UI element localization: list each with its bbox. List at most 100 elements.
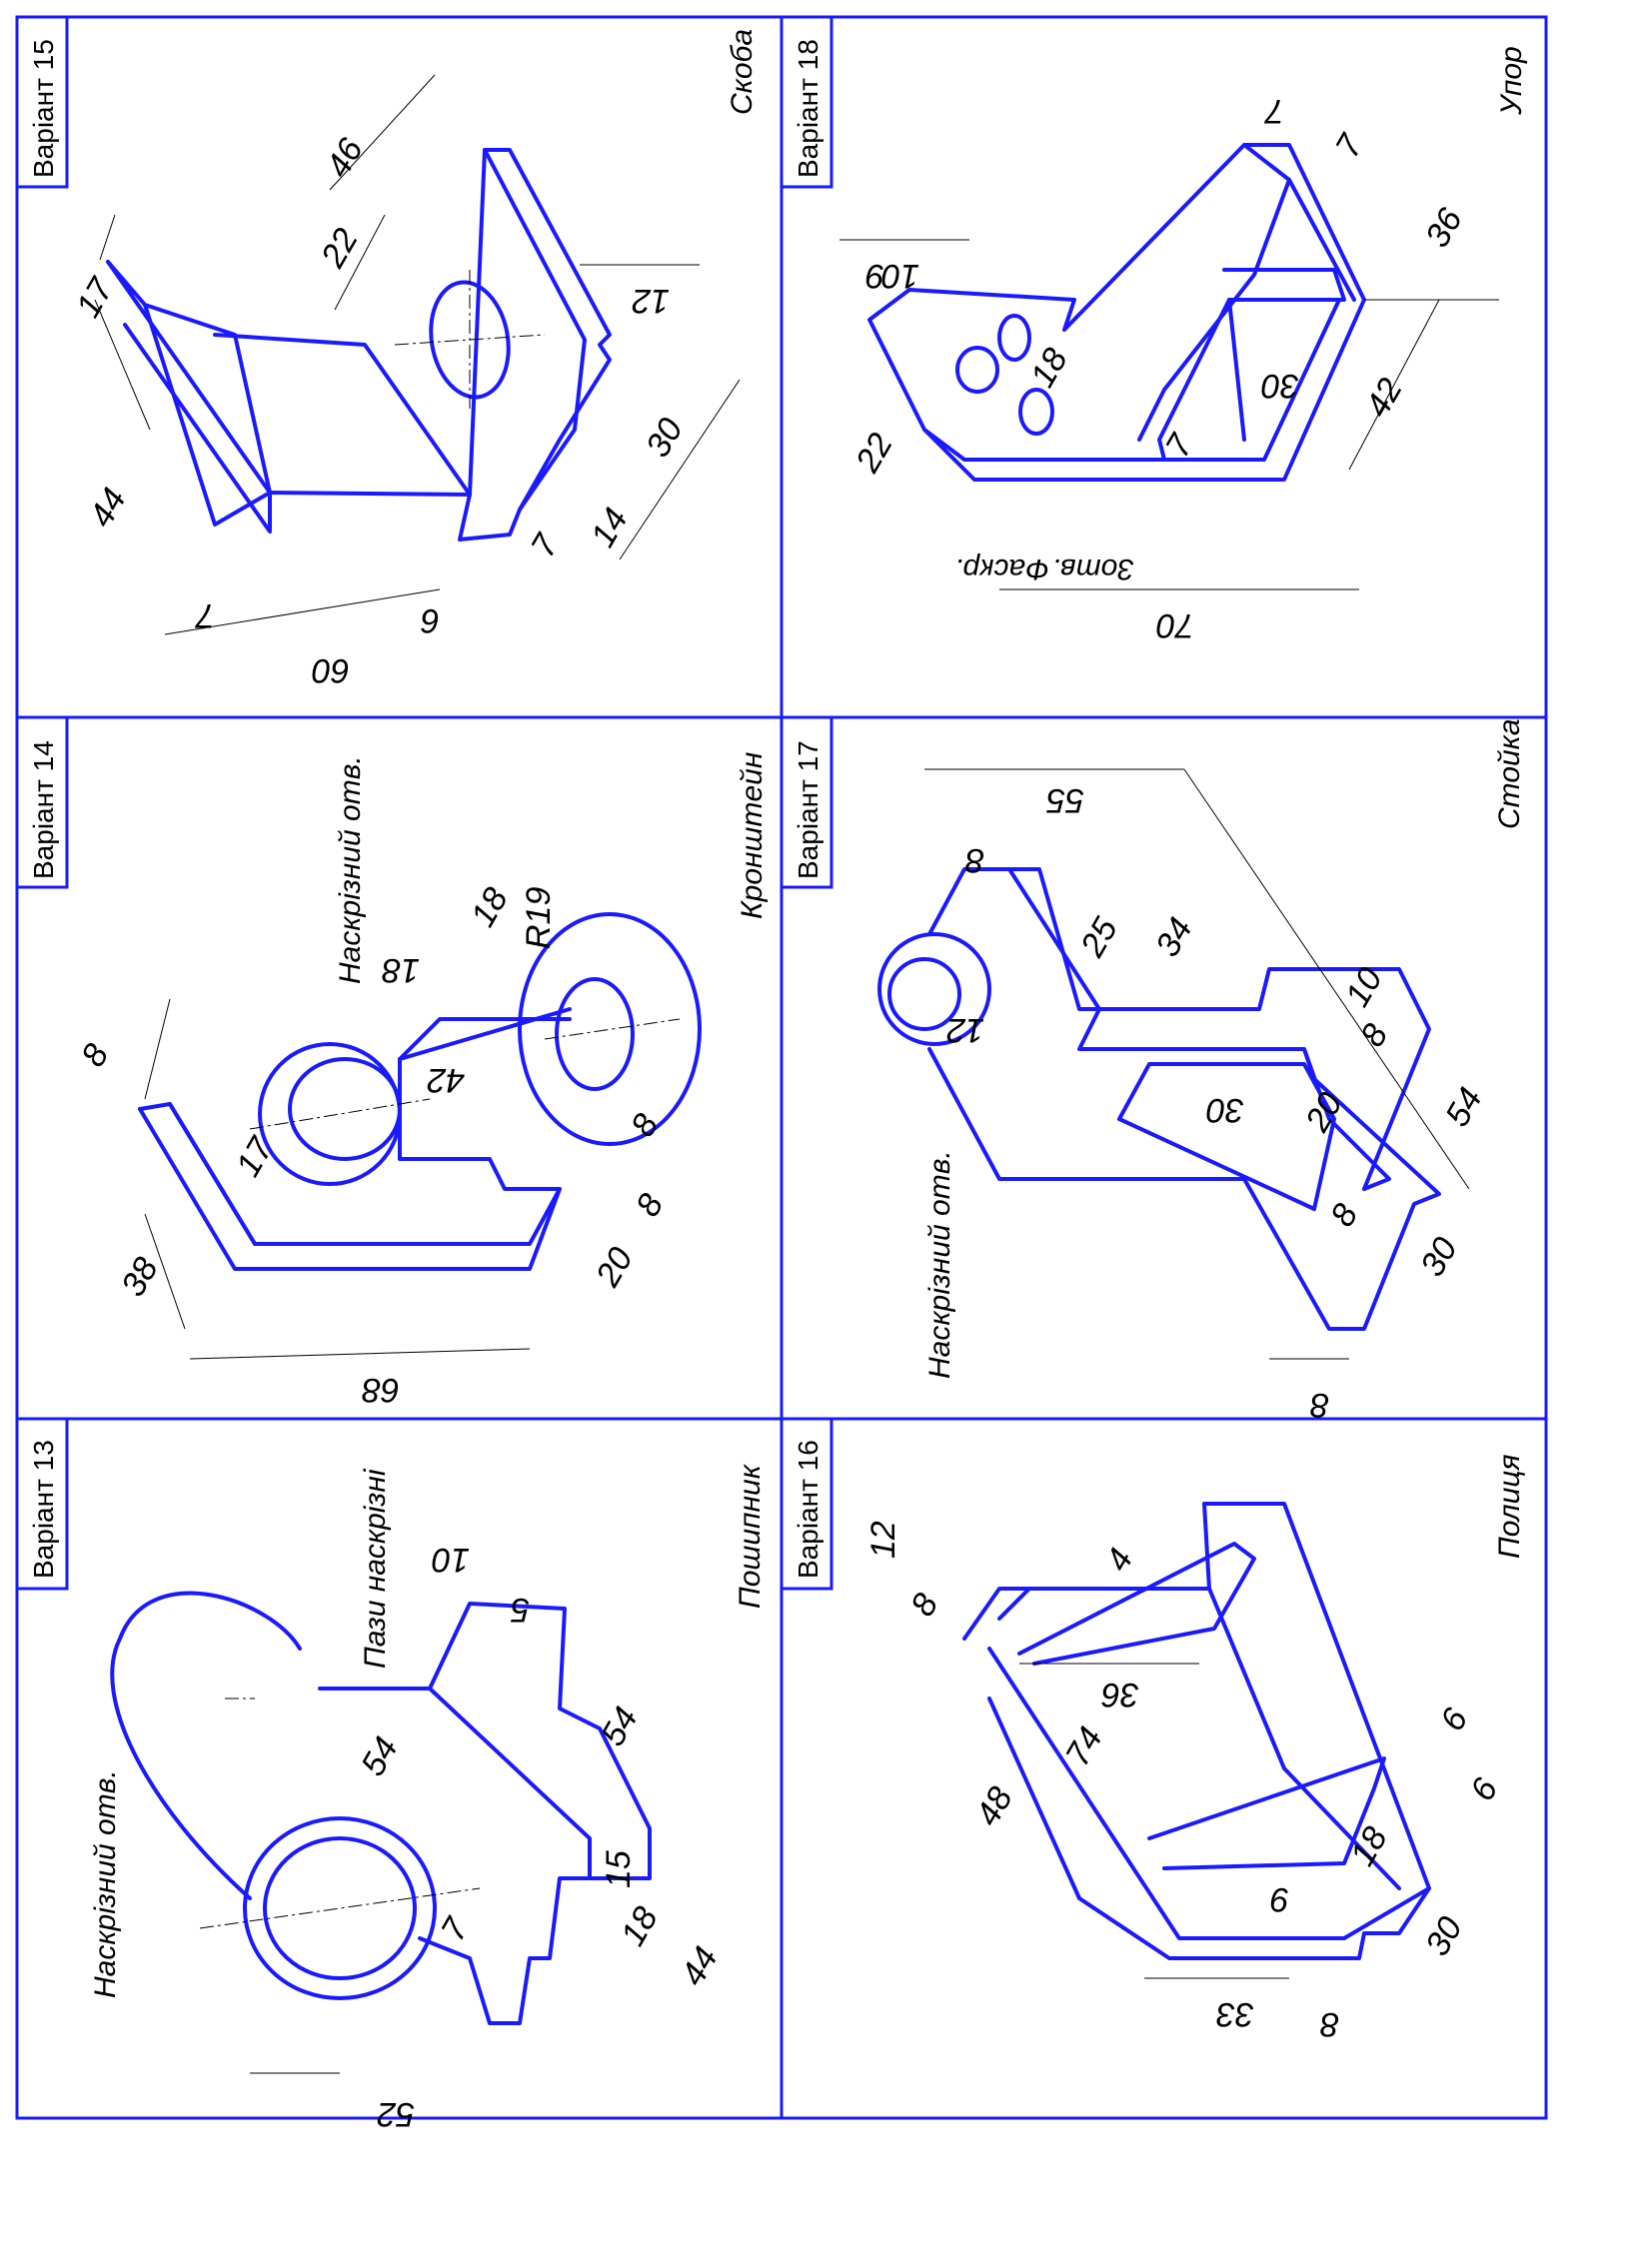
dim-13-10: 10 (432, 1541, 470, 1579)
variant-17-label: Варіант 17 (793, 740, 823, 879)
variant-18-tag (780, 15, 833, 189)
dim-15-12: 12 (632, 282, 670, 320)
panel-13-drawing: Варіант 13 Пошипник Наскрізний отв. Пази… (15, 1417, 767, 2133)
dim-14-18a: 18 (382, 951, 420, 989)
dim-15-7b: 7 (524, 528, 567, 564)
part-15-hole (429, 280, 511, 400)
dim-16-48: 48 (968, 1780, 1020, 1832)
dim-15-44: 44 (82, 482, 134, 534)
variant-18-label: Варіант 18 (793, 39, 823, 178)
dim-15-14: 14 (584, 502, 636, 554)
dim-16-12: 12 (864, 1521, 902, 1559)
dim-17-8b: 8 (1353, 1018, 1395, 1053)
part-17-outline (927, 867, 1441, 1331)
dim-16-4: 4 (1098, 1543, 1140, 1578)
variant-16-label: Варіант 16 (793, 1440, 823, 1579)
dim-18-18: 18 (1023, 342, 1075, 394)
part-18-hole-b (997, 314, 1031, 362)
dim-18-7c: 7 (1328, 128, 1371, 164)
dim-18-70: 70 (1156, 606, 1194, 644)
dim-14-38: 38 (114, 1251, 166, 1303)
dim-16-18: 18 (1343, 1820, 1395, 1872)
dim-14-8b: 8 (624, 1108, 666, 1143)
part-14-name: Кронштейн (736, 752, 769, 919)
dim-18-42: 42 (1358, 372, 1410, 424)
dim-16-36: 36 (1101, 1676, 1139, 1713)
note-18-holes: 3отв. (1052, 553, 1134, 585)
dim-18-22: 22 (848, 427, 900, 480)
dim-15-60: 60 (312, 651, 350, 689)
variant-15-label: Варіант 15 (28, 39, 59, 178)
dim-13-7: 7 (434, 1911, 477, 1947)
variant-14-tag (15, 715, 69, 889)
note-17-hole: Наскрізний отв. (923, 1150, 956, 1379)
dim-16-33: 33 (1216, 1995, 1254, 2033)
dim-13-54a: 54 (354, 1730, 406, 1782)
dim-14-68: 68 (362, 1371, 400, 1409)
note-14-hole: Наскрізний отв. (334, 755, 367, 984)
note-13-slots: Пази наскрізні (359, 1468, 392, 1669)
dim-15-6: 6 (421, 601, 440, 639)
dim-15-17: 17 (69, 271, 121, 324)
dim-17-30b: 30 (1413, 1231, 1465, 1283)
panel-17-drawing: Варіант 17 Стойка Наскрізний отв. 55 8 2… (780, 715, 1526, 1424)
part-13-cylinder (110, 1591, 302, 1900)
dim-17-30: 30 (1206, 1091, 1244, 1129)
variant-14-label: Варіант 14 (28, 740, 59, 879)
dim-17-8d: 8 (1310, 1386, 1329, 1424)
part-14-boss (258, 1042, 402, 1186)
dim-14-42: 42 (427, 1061, 465, 1099)
dim-13-18: 18 (614, 1900, 666, 1952)
part-17-name: Стойка (1493, 718, 1526, 829)
part-18-outline (867, 143, 1366, 482)
part-18-hole-a (955, 346, 999, 394)
part-18-name: Упор (1495, 46, 1528, 116)
variant-15-tag (15, 15, 69, 189)
panel-18-drawing: Варіант 18 Упор 3отв. Фаскр. 70 22 9 10 … (780, 15, 1528, 644)
dim-17-55: 55 (1046, 781, 1084, 819)
part-13-name: Пошипник (734, 1463, 767, 1609)
dim-18-9: 9 (865, 257, 884, 295)
part-17-boss (877, 932, 991, 1046)
dim-16-30: 30 (1418, 1910, 1470, 1962)
dim-16-9: 9 (1270, 1880, 1289, 1918)
dim-16-6b: 6 (1463, 1772, 1505, 1807)
note-18-chamfer: Фаскр. (954, 553, 1049, 585)
variant-16-tag (780, 1417, 833, 1591)
dim-14-20: 20 (589, 1241, 641, 1294)
dim-17-8a: 8 (965, 841, 984, 879)
variant-13-label: Варіант 13 (28, 1440, 59, 1579)
dim-15-30: 30 (639, 412, 691, 464)
dim-18-30: 30 (1261, 367, 1299, 405)
dim-17-54: 54 (1438, 1081, 1490, 1133)
part-16-outline (962, 1502, 1431, 1960)
dim-13-44: 44 (674, 1940, 726, 1992)
part-16-name: Полиця (1493, 1454, 1526, 1559)
dim-14-18b: 18 (464, 881, 516, 933)
dim-18-10: 10 (881, 257, 919, 295)
dim-14-8a: 8 (74, 1038, 116, 1073)
panel-15-drawing: Варіант 15 Скоба 60 44 17 7 46 22 12 30 … (15, 15, 759, 689)
dim-16-8a: 8 (903, 1588, 945, 1623)
dim-15-7a: 7 (195, 596, 215, 634)
dim-18-36: 36 (1418, 202, 1470, 254)
dim-13-54b: 54 (594, 1701, 646, 1752)
dim-14-17: 17 (229, 1130, 281, 1183)
dim-15-46: 46 (319, 132, 371, 184)
part-14-outline (138, 1007, 572, 1271)
dim-16-8b: 8 (1320, 2005, 1339, 2043)
variant-13-tag (15, 1417, 69, 1591)
part-13-base (318, 1602, 652, 2025)
variant-17-tag (780, 715, 833, 889)
note-13-hole: Наскрізний отв. (89, 1769, 122, 1998)
part-18-hole-c (1018, 388, 1054, 436)
dim-18-7b: 7 (1264, 92, 1284, 130)
dim-14-8c: 8 (629, 1188, 671, 1223)
panel-14-drawing: Варіант 14 Кронштейн Наскрізний отв. 68 … (15, 715, 769, 1409)
dim-17-8c: 8 (1323, 1198, 1365, 1233)
dim-13-5: 5 (511, 1591, 530, 1629)
dim-17-25: 25 (1073, 911, 1125, 964)
part-14-lug (518, 912, 702, 1146)
dim-16-6a: 6 (1433, 1702, 1475, 1737)
